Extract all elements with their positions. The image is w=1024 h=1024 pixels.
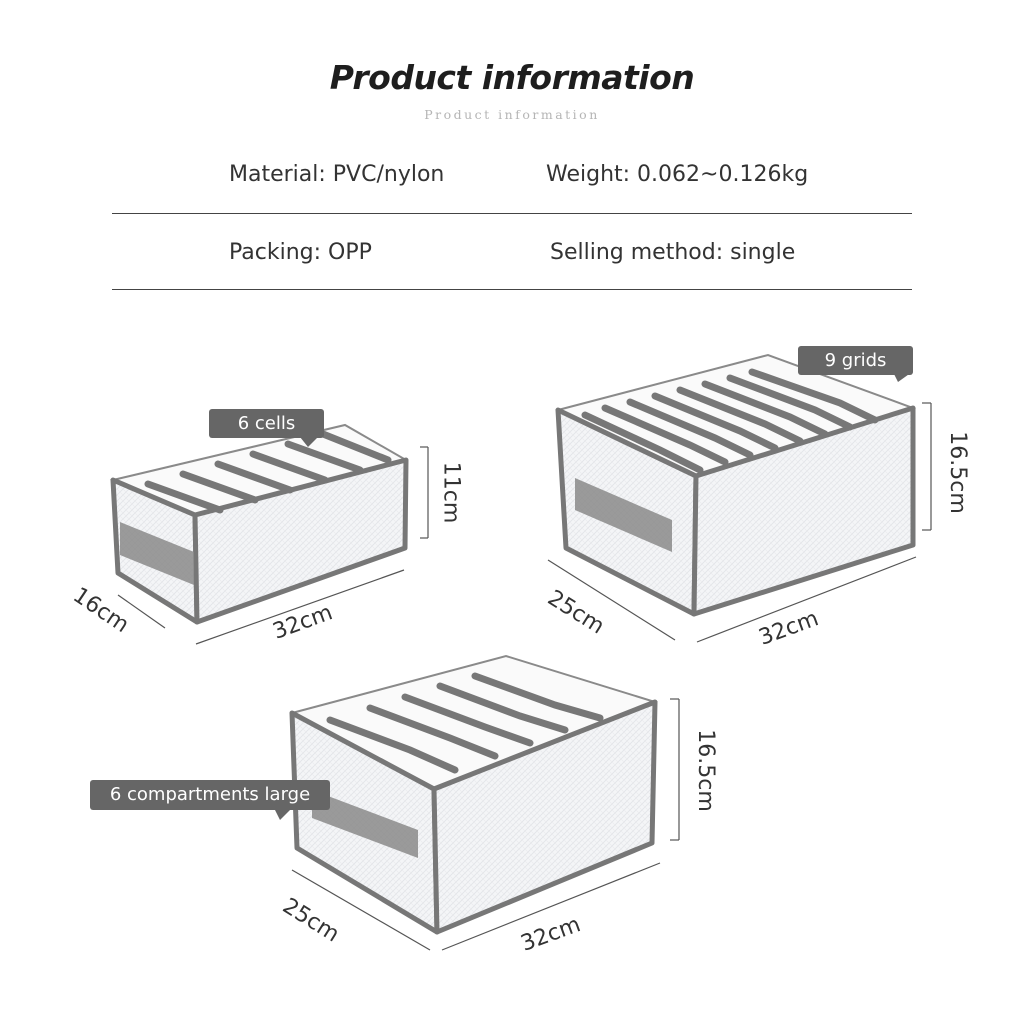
tag-pointer-large <box>274 808 292 820</box>
spec-divider-top <box>112 213 912 214</box>
tag-large-6-compartments: 6 compartments large <box>90 780 330 810</box>
organizer-small <box>109 423 429 645</box>
tag-pointer-small <box>300 437 318 447</box>
tag-medium-9-grids: 9 grids <box>798 346 913 375</box>
dim-small-height: 11cm <box>438 461 464 524</box>
spec-packing: Packing: OPP <box>229 240 372 265</box>
organizer-large <box>289 654 680 951</box>
spec-material: Material: PVC/nylon <box>229 162 445 187</box>
dim-large-height: 16.5cm <box>692 729 718 812</box>
spec-divider-bottom <box>112 289 912 290</box>
spec-weight: Weight: 0.062~0.126kg <box>546 162 809 187</box>
page-subtitle: Product information <box>424 107 600 122</box>
dim-medium-height: 16.5cm <box>944 431 970 514</box>
spec-selling-method: Selling method: single <box>550 240 796 265</box>
page-title: Product information <box>329 58 695 97</box>
tag-small-6-cells: 6 cells <box>209 409 324 438</box>
organizer-medium <box>547 353 932 643</box>
